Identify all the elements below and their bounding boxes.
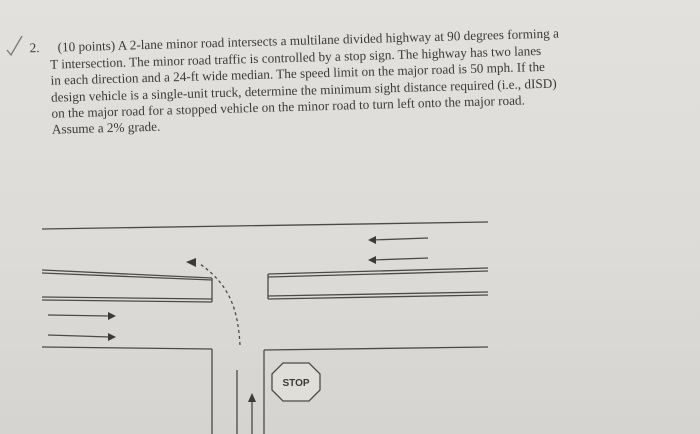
left-turn-path [199,263,241,346]
westbound-arrowhead-2 [368,256,376,264]
median-left-line-4 [41,299,213,303]
westbound-arrow-1 [371,237,429,241]
median-left-line-3 [41,296,213,300]
check-mark-icon [6,35,23,57]
northbound-arrowhead [248,393,256,402]
highway-bottom-edge-left [41,346,213,350]
median-right-line-4 [267,294,489,300]
westbound-arrow-2 [371,257,429,261]
stop-sign-icon [271,362,321,402]
westbound-arrowhead-1 [368,236,376,244]
median-right-line-3 [267,291,489,297]
left-turn-arrowhead [186,258,196,267]
median-left-line-1 [41,269,213,279]
eastbound-arrowhead-2 [108,333,116,341]
eastbound-arrow-1 [47,314,111,317]
median-left-line-2 [41,272,213,281]
stop-sign-label: STOP [282,378,309,389]
eastbound-arrowhead-1 [108,312,116,320]
eastbound-arrow-2 [47,334,111,338]
highway-top-edge [41,221,489,230]
median-right-line-2 [267,270,489,278]
median-right-line-1 [267,267,489,275]
highway-bottom-edge-right [263,346,489,351]
